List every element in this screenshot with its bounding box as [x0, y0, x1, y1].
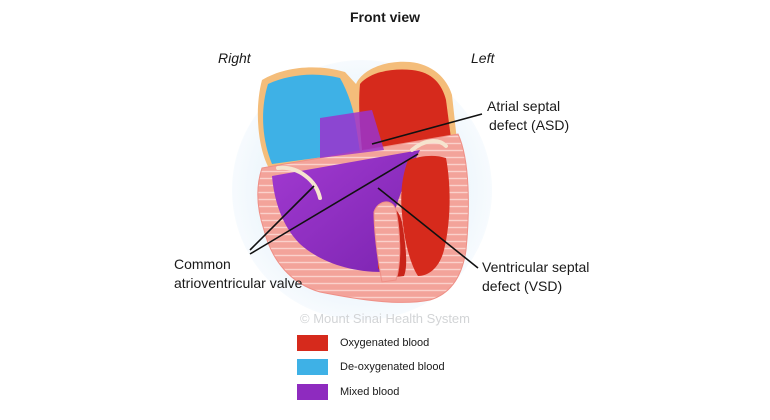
legend-swatch — [297, 335, 328, 351]
diagram-title: Front view — [349, 9, 420, 25]
valve-leaflet-right — [276, 165, 322, 200]
septal-mixing-zone — [320, 110, 384, 158]
vsd-callout: Ventricular septal defect (VSD) — [482, 258, 589, 296]
legend-item-deoxygenated: De-oxygenated blood — [297, 359, 445, 375]
left-ventricle — [401, 155, 450, 276]
asd-callout-line1: Atrial septal — [487, 98, 561, 114]
legend-label: Oxygenated blood — [340, 337, 430, 349]
legend-label: Mixed blood — [340, 386, 400, 398]
legend-swatch — [297, 359, 328, 375]
ventricular-septum — [373, 201, 401, 283]
copyright-watermark: © Mount Sinai Health System — [300, 311, 470, 326]
asd-callout-line2: defect (ASD) — [489, 117, 570, 133]
legend-item-oxygenated: Oxygenated blood — [297, 335, 429, 351]
avv-pointer-line-1 — [249, 185, 315, 251]
avv-callout-line2: atrioventricular valve — [174, 275, 303, 291]
left-atrium — [359, 69, 452, 150]
asd-callout: Atrial septal defect (ASD) — [487, 97, 569, 135]
vsd-callout-line2: defect (VSD) — [482, 278, 563, 294]
vsd-pointer-line — [377, 187, 479, 269]
asd-pointer-line — [371, 113, 483, 145]
right-side-label: Right — [218, 50, 251, 66]
valve-leaflet-left — [410, 139, 448, 152]
vsd-callout-line1: Ventricular septal — [482, 259, 590, 275]
legend-label: De-oxygenated blood — [340, 361, 445, 373]
left-side-label: Left — [471, 50, 495, 66]
avv-callout: Common atrioventricular valve — [174, 255, 302, 293]
legend-swatch — [297, 384, 328, 400]
legend-item-mixed: Mixed blood — [297, 384, 399, 400]
avv-pointer-line-2 — [249, 153, 419, 255]
avv-callout-line1: Common — [174, 256, 231, 272]
